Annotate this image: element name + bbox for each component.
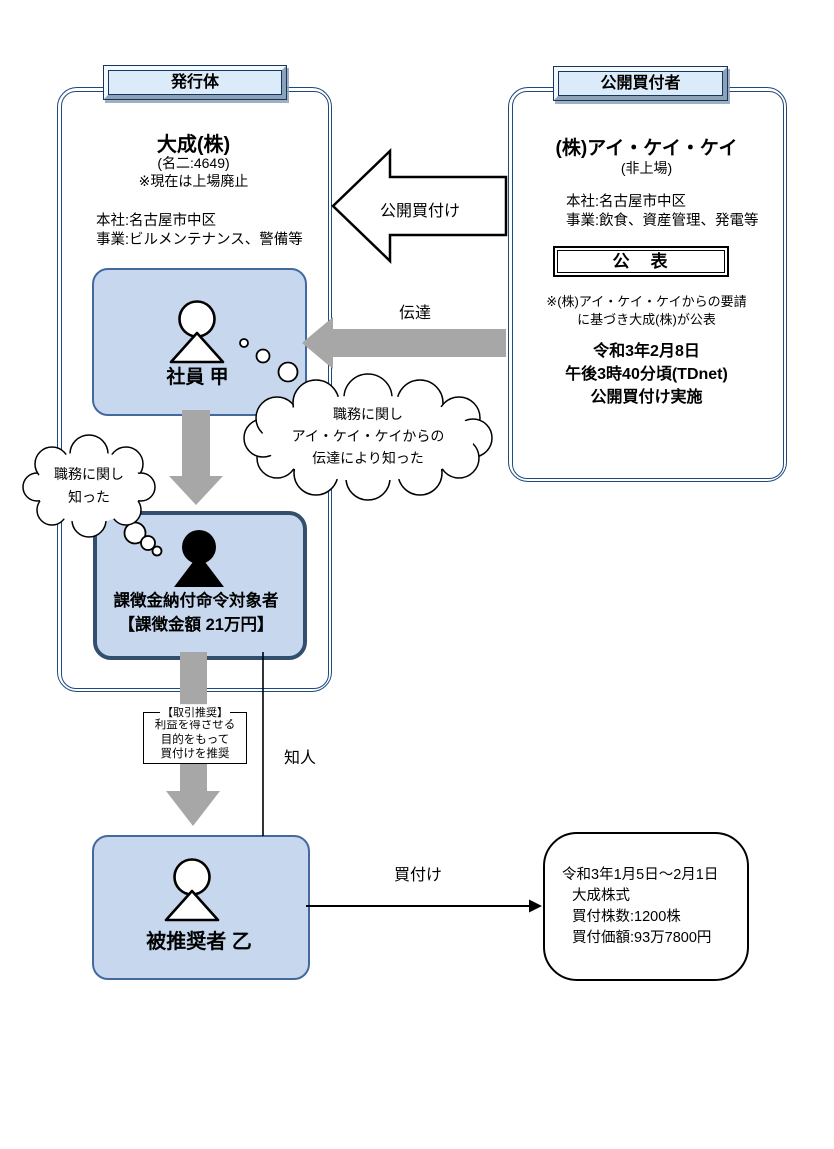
purchase-arrow-label: 買付け: [393, 867, 442, 884]
violator-penalty: 【課徴金額 21万円】: [118, 616, 274, 634]
recommendation-note-box: 【取引推奨】 利益を得させる 目的をもって 買付けを推奨: [143, 704, 247, 764]
announcement-note-line2: に基づき大成(株)が公表: [577, 312, 716, 327]
offeror-outer-box: [508, 87, 787, 482]
recommended-person-label: 被推奨者 乙: [146, 931, 252, 953]
employee-label: 社員 甲: [166, 367, 229, 388]
cloud-violator-line2: 知った: [68, 489, 110, 505]
recommendation-note-title: 【取引推奨】: [160, 704, 230, 721]
issuer-tag-bevel: 発行体: [104, 66, 286, 99]
offeror-headquarters: 本社:名古屋市中区: [566, 194, 687, 210]
purchase-detail-box: [543, 832, 749, 981]
cloud-employee-line2: アイ・ケイ・ケイからの: [291, 428, 445, 444]
employee-box: [92, 268, 307, 416]
purchase-detail-line2: 大成株式: [572, 888, 630, 904]
cloud-employee-line3: 伝達により知った: [312, 450, 424, 466]
recommendation-note-line3: 買付けを推奨: [160, 748, 230, 760]
offeror-listing-status: (非上場): [620, 160, 673, 176]
violator-title: 課徴金納付命令対象者: [113, 592, 279, 610]
transmission-arrow-label: 伝達: [398, 305, 431, 322]
issuer-headquarters: 本社:名古屋市中区: [96, 213, 217, 229]
announcement-date: 令和3年2月8日: [593, 343, 700, 360]
violator-box: [93, 511, 307, 660]
recommended-person-box: [92, 835, 310, 980]
purchase-detail-line4: 買付価額:93万7800円: [572, 930, 712, 946]
announcement-note-line1: ※(株)アイ・ケイ・ケイからの要請: [546, 294, 747, 309]
recommendation-note-line2: 目的をもって: [160, 733, 230, 746]
offeror-name: (株)アイ・ケイ・ケイ: [555, 138, 738, 159]
offeror-tag: 公開買付者: [553, 66, 728, 101]
cloud-violator-line1: 職務に関し: [54, 466, 124, 482]
purchase-arrow: [306, 899, 542, 913]
cloud-employee-line1: 職務に関し: [333, 406, 403, 422]
transmission-arrow: [302, 317, 506, 369]
issuer-name: 大成(株): [156, 134, 231, 156]
announcement-box: 公 表: [553, 246, 729, 277]
acquaintance-label: 知人: [284, 750, 317, 767]
offeror-business: 事業:飲食、資産管理、発電等: [566, 213, 759, 229]
announcement-event: 公開買付け実施: [590, 389, 703, 406]
offeror-tag-label: 公開買付者: [558, 71, 723, 96]
purchase-detail-line1: 令和3年1月5日～2月1日: [562, 867, 719, 883]
announcement-time: 午後3時40分頃(TDnet): [565, 366, 728, 383]
issuer-delisting-note: ※現在は上場廃止: [138, 173, 249, 189]
offeror-tag-bevel: 公開買付者: [554, 67, 727, 100]
issuer-tag-label: 発行体: [108, 70, 282, 95]
tender-offer-arrow-label: 公開買付け: [379, 203, 460, 220]
issuer-tag: 発行体: [103, 65, 287, 100]
issuer-business: 事業:ビルメンテナンス、警備等: [96, 232, 303, 248]
purchase-detail-line3: 買付株数:1200株: [572, 909, 681, 925]
issuer-code: (名二:4649): [157, 155, 230, 171]
recommendation-note-body: 利益を得させる 目的をもって 買付けを推奨: [144, 713, 246, 762]
announcement-label: 公 表: [557, 250, 725, 273]
